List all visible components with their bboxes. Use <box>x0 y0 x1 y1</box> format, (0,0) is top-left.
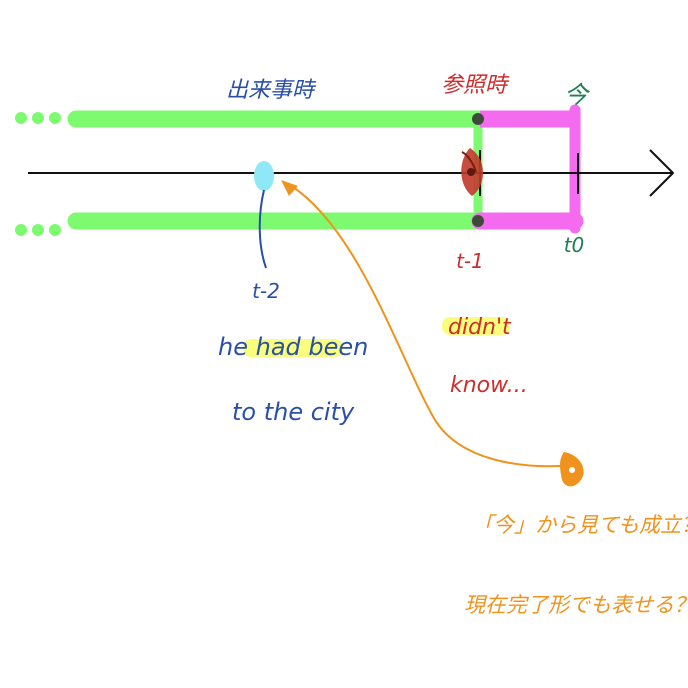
event-time-label: 出来事時 <box>226 78 317 103</box>
event-pointer-line <box>258 189 267 269</box>
ellipsis-top <box>15 112 61 124</box>
reference-time-label: 参照時 <box>441 73 510 98</box>
eye-icon <box>461 148 483 196</box>
orange-arrowhead <box>281 180 298 196</box>
reference-note-line1: didn't <box>448 315 512 340</box>
now-label: 今 <box>564 81 591 109</box>
question-line2: 現在完了形でも表せる？ <box>464 593 688 617</box>
highlight-had-been <box>243 339 343 357</box>
orange-curve-arrow <box>289 184 576 468</box>
joint-top <box>472 113 484 125</box>
event-point <box>254 161 274 191</box>
highlight-didnt <box>442 317 510 335</box>
ellipsis-bottom <box>15 224 61 236</box>
past-perfect-line2: to the city <box>232 398 355 426</box>
timeline-arrowhead <box>649 149 674 197</box>
t-minus-2-label: t-2 <box>252 279 280 303</box>
orange-eye-icon <box>560 452 584 487</box>
t-zero-label: t0 <box>564 233 585 257</box>
joint-bottom <box>472 215 484 227</box>
question-line1: 「今」から見ても成立？ <box>472 513 688 537</box>
t-minus-1-label: t-1 <box>456 249 484 273</box>
reference-note-line2: know... <box>450 373 528 398</box>
past-perfect-line1: he had been <box>218 333 368 361</box>
